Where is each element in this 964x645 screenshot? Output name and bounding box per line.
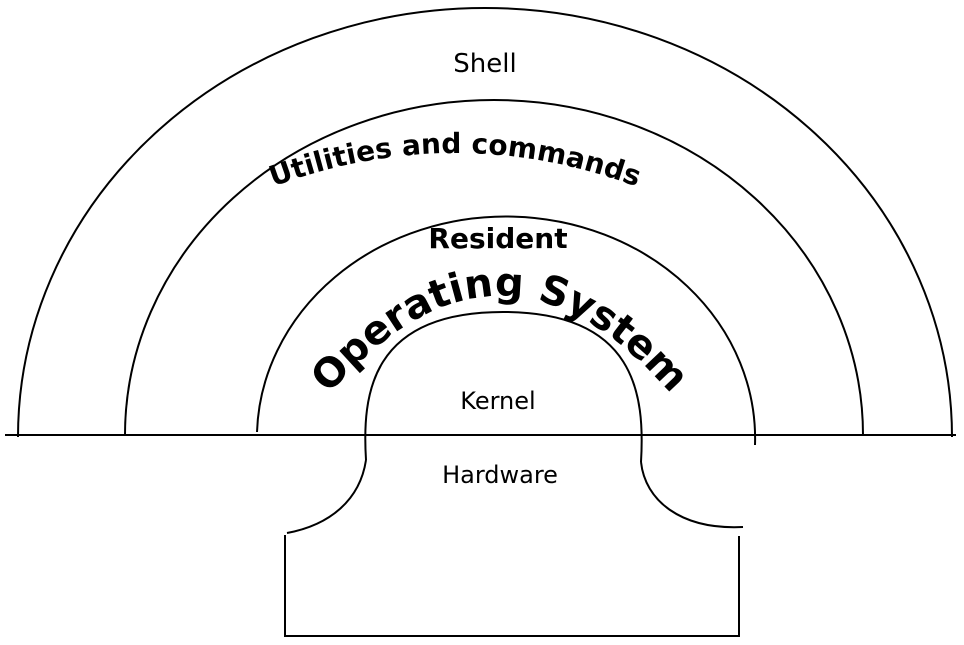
operating-system-label: Operating System xyxy=(302,259,697,400)
kernel-label: Kernel xyxy=(460,387,535,415)
kernel-layer-arc xyxy=(364,310,643,463)
hardware-box xyxy=(284,535,740,637)
hardware-left-curve xyxy=(286,459,367,534)
shell-layer-arc xyxy=(17,7,953,438)
operating-system-label-text: Operating System xyxy=(302,259,697,400)
utilities-label: Utilities and commands xyxy=(265,127,646,193)
hardware-label: Hardware xyxy=(442,461,558,489)
utilities-label-text: Utilities and commands xyxy=(265,127,646,193)
shell-label: Shell xyxy=(453,49,516,79)
resident-label: Resident xyxy=(428,222,567,255)
hardware-right-curve xyxy=(640,461,744,529)
resident-os-layer-arc xyxy=(256,215,757,446)
utilities-layer-arc xyxy=(124,99,864,436)
